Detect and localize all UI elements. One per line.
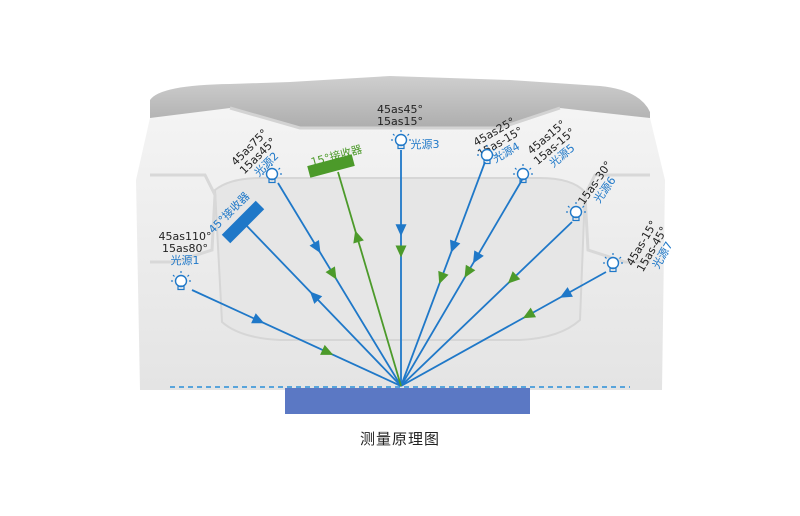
bulb-ray	[582, 205, 585, 208]
incident-ray-6	[400, 221, 573, 387]
device-right-groove	[583, 173, 650, 264]
light-source-1-labels: 45as110° 15as80° 光源1	[159, 230, 212, 267]
light-source-3-spec-2: 15as15°	[377, 115, 423, 128]
reflected-ray-15-arrow	[353, 230, 364, 244]
bulb-glass	[516, 167, 530, 181]
light-source-3-bulb-icon	[391, 130, 411, 150]
bulb-glass	[569, 205, 583, 219]
sample-block	[285, 388, 530, 414]
incident-ray-1	[191, 289, 402, 387]
incident-ray-7-arrow-1	[559, 287, 573, 298]
bulb-ray	[604, 256, 607, 259]
light-rays	[191, 150, 607, 387]
light-source-2-bulb-icon	[262, 164, 282, 184]
bulb-ray	[278, 167, 281, 170]
bulb-base	[572, 216, 580, 222]
light-source-7-bulb-icon	[603, 253, 623, 273]
diagram-caption: 测量原理图	[359, 430, 440, 448]
bulb-ray	[263, 167, 266, 170]
reflected-ray-45-arrow	[309, 291, 323, 304]
bulb-ray	[567, 205, 570, 208]
device-inner-panel	[213, 177, 587, 341]
light-source-3-name: 光源3	[411, 137, 440, 151]
incident-ray-1-arrow-1	[251, 313, 265, 324]
incident-ray-7	[400, 271, 607, 387]
incident-ray-1-arrow-2	[320, 344, 334, 355]
receiver-15-body	[307, 154, 355, 178]
device-left-groove	[150, 173, 217, 264]
incident-ray-5-arrow-1	[472, 250, 484, 264]
bulb-ray	[478, 148, 481, 151]
light-source-1-spec-1: 45as110°	[159, 230, 212, 243]
light-source-1-name: 光源1	[171, 253, 200, 267]
bulb-ray	[172, 274, 175, 277]
reflected-ray-15	[337, 171, 402, 387]
bulb-ray	[619, 256, 622, 259]
incident-ray-2	[277, 182, 402, 387]
incident-ray-6-arrow-1	[507, 271, 521, 284]
bulb-ray	[493, 148, 496, 151]
bulb-glass	[480, 148, 494, 162]
bulb-glass	[265, 167, 279, 181]
incident-ray-2-arrow-2	[325, 266, 337, 280]
receiver-45-body	[221, 200, 265, 244]
bulb-glass	[606, 256, 620, 270]
bulb-base	[519, 178, 527, 184]
light-source-1-bulb-icon	[171, 271, 191, 291]
incident-ray-5	[400, 179, 523, 387]
light-source-3-spec-1: 45as45°	[377, 103, 423, 116]
incident-ray-5-arrow-2	[464, 264, 476, 278]
light-source-5-bulb-icon	[513, 164, 533, 184]
bulb-base	[177, 285, 185, 291]
bulb-ray	[187, 274, 190, 277]
incident-ray-3-arrow-2	[395, 245, 407, 258]
bulb-base	[268, 178, 276, 184]
bulb-glass	[394, 133, 408, 147]
light-source-bulbs	[171, 130, 623, 291]
incident-ray-2-arrow-1	[309, 239, 321, 254]
device-top-ridge	[229, 106, 561, 130]
incident-ray-4-arrow-1	[450, 239, 461, 253]
light-source-4-bulb-icon	[477, 145, 497, 165]
incident-ray-3-arrow-1	[395, 224, 407, 237]
reflected-ray-45	[242, 221, 402, 387]
light-source-6-bulb-icon	[566, 202, 586, 222]
incident-ray-4-arrow-2	[438, 270, 449, 285]
light-source-1-spec-2: 15as80°	[162, 242, 208, 255]
bulb-ray	[407, 133, 410, 136]
bulb-ray	[514, 167, 517, 170]
bulb-base	[483, 159, 491, 165]
light-source-3-labels: 45as45° 15as15° 光源3	[377, 103, 439, 151]
bulb-ray	[529, 167, 532, 170]
bulb-base	[397, 144, 405, 150]
bulb-base	[609, 267, 617, 273]
bulb-glass	[174, 274, 188, 288]
incident-ray-7-arrow-2	[522, 307, 537, 319]
bulb-ray	[392, 133, 395, 136]
